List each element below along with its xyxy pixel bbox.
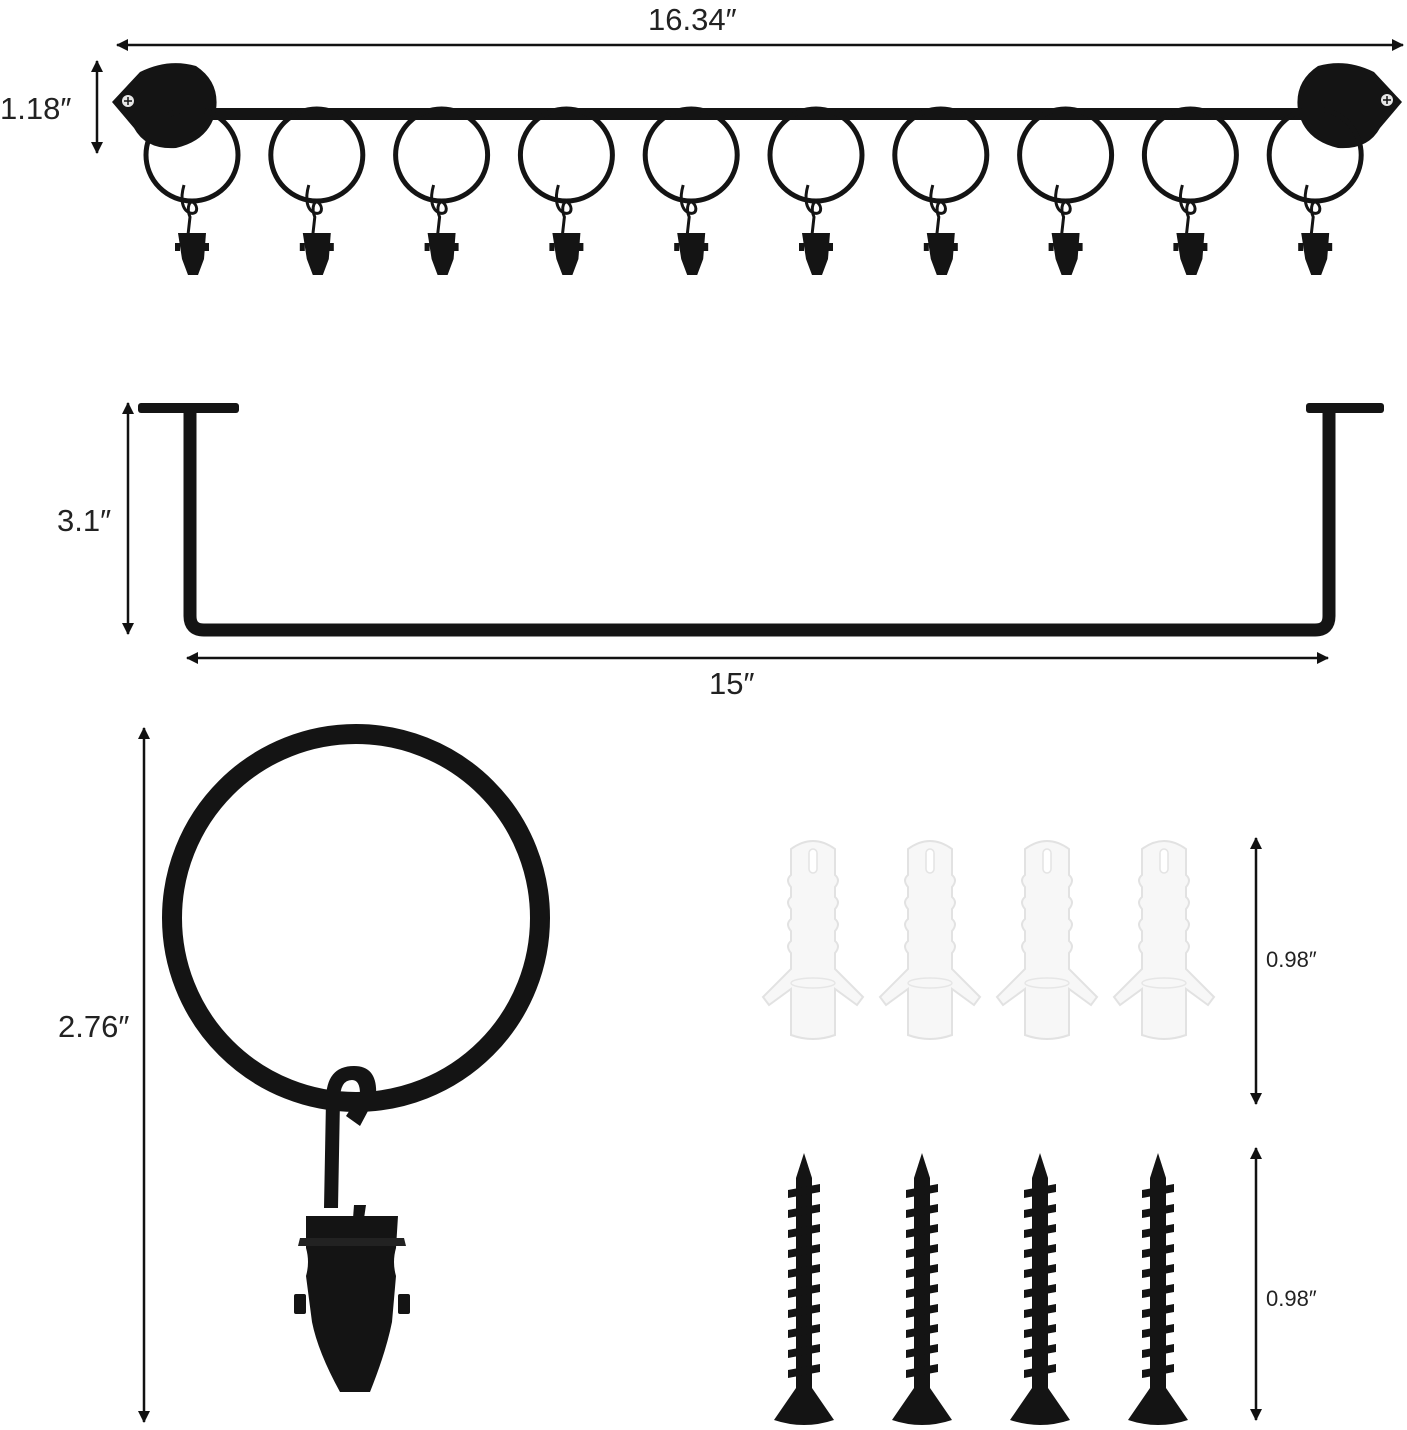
label-wall-offset: 3.1″ xyxy=(57,503,112,538)
screws-row xyxy=(774,1153,1188,1425)
clip-ring-6 xyxy=(770,109,862,275)
wall-anchor-1 xyxy=(762,840,864,1040)
clip-ring-7 xyxy=(895,109,987,275)
clip-ring-5 xyxy=(645,109,737,275)
wall-bracket-right xyxy=(1297,63,1402,149)
screw-1 xyxy=(774,1153,834,1425)
wall-anchors-row xyxy=(762,840,1215,1040)
screw-4 xyxy=(1128,1153,1188,1425)
clip-ring-detail xyxy=(162,724,550,1392)
screw-3 xyxy=(1010,1153,1070,1425)
label-ring-clip-height: 2.76″ xyxy=(58,1009,130,1044)
wall-anchor-3 xyxy=(996,840,1098,1040)
clip-ring-8 xyxy=(1020,109,1112,275)
clip-ring-4 xyxy=(520,109,612,275)
label-bracket-height: 1.18″ xyxy=(0,91,72,126)
label-rod-length: 15″ xyxy=(709,666,755,701)
wall-bracket-left xyxy=(112,63,217,149)
clip-ring-9 xyxy=(1144,109,1236,275)
screw-2 xyxy=(892,1153,952,1425)
clip-ring-3 xyxy=(396,109,488,275)
label-screw-length: 0.98″ xyxy=(1266,1286,1317,1311)
label-anchor-length: 0.98″ xyxy=(1266,947,1317,972)
wall-anchor-4 xyxy=(1113,840,1215,1040)
rod-side-profile xyxy=(138,403,1384,637)
label-rod-total-length: 16.34″ xyxy=(648,2,737,37)
clip-ring-2 xyxy=(271,109,363,275)
clip-rings-row xyxy=(146,109,1361,275)
wall-anchor-2 xyxy=(879,840,981,1040)
